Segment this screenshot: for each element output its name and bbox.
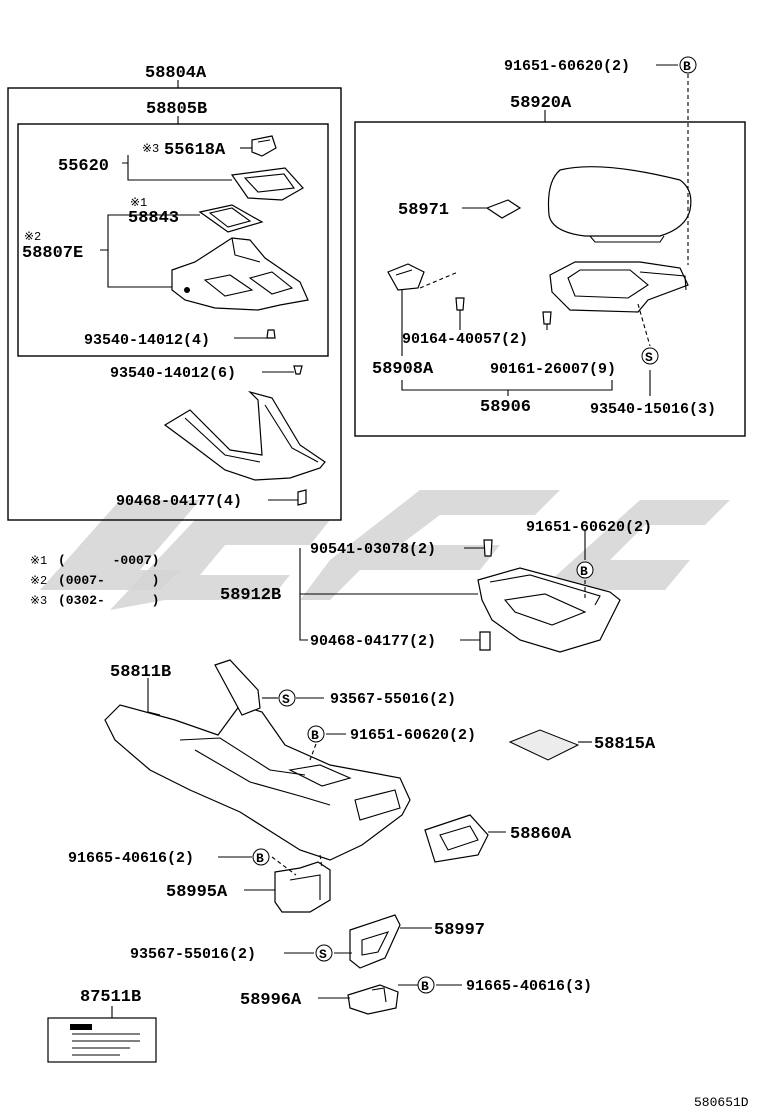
label-58804a: 58804A: [145, 64, 207, 83]
note-3-range: (0302- ): [58, 593, 159, 608]
label-93567-55016-2-low: 93567-55016(2): [130, 946, 256, 963]
label-90468-04177-2: 90468-04177(2): [310, 633, 436, 650]
watermark: [40, 490, 730, 610]
label-58805b: 58805B: [146, 100, 207, 119]
label-55620: 55620: [58, 157, 109, 176]
screw-90164-40057: [455, 297, 465, 311]
label-93567-55016-2-top: 93567-55016(2): [330, 691, 456, 708]
leader-lines: [100, 64, 689, 1018]
label-91651-60620-2-mid: 91651-60620(2): [526, 519, 652, 536]
label-58906: 58906: [480, 398, 531, 417]
label-58811b: 58811B: [110, 663, 171, 682]
label-58815a: 58815A: [594, 735, 656, 754]
label-58860a: 58860A: [510, 825, 572, 844]
group-box-58804a: [7, 87, 342, 521]
part-trim-panel-drawing: [163, 390, 326, 481]
marker-letters: B S B S B B S B: [256, 59, 691, 994]
label-58908a: 58908A: [372, 360, 434, 379]
label-58912b: 58912B: [220, 586, 281, 605]
label-58996a: 58996A: [240, 991, 302, 1010]
part-58908a-drawing: [387, 263, 425, 291]
part-58996a-bracket-drawing: [347, 984, 399, 1015]
label-93540-14012-6: 93540-14012(6): [110, 365, 236, 382]
label-91665-40616-2: 91665-40616(2): [68, 850, 194, 867]
note-2-mark: ※2: [30, 574, 47, 588]
group-box-58920a: [354, 121, 746, 437]
label-55618a: 55618A: [164, 141, 226, 160]
marker-b-3: B: [311, 728, 319, 743]
label-58997: 58997: [434, 921, 485, 940]
label-91651-60620-2-top: 91651-60620(2): [504, 58, 630, 75]
label-91651-60620-2-low: 91651-60620(2): [350, 727, 476, 744]
part-55618a-drawing: [251, 135, 277, 157]
note-3-mark: ※3: [30, 594, 47, 608]
marker-circles: [252, 56, 697, 994]
label-58971: 58971: [398, 201, 449, 220]
part-58811b-console-drawing: [104, 659, 411, 861]
screw-93540-14012-b: [293, 365, 303, 375]
label-58843: 58843: [128, 209, 179, 228]
label-58920a: 58920A: [510, 94, 572, 113]
clip-90468-04177-b: [479, 631, 491, 651]
part-58995a-bracket-drawing: [274, 861, 331, 913]
diagram-id: 580651D: [694, 1095, 749, 1110]
part-58843-drawing: [198, 204, 264, 233]
note-1-range: ( -0007): [58, 553, 159, 568]
label-90164-40057-2: 90164-40057(2): [402, 331, 528, 348]
label-93540-15016-3: 93540-15016(3): [590, 401, 716, 418]
marker-b-2: B: [580, 564, 588, 579]
marker-b-4: B: [256, 851, 264, 866]
label-90161-26007-9: 90161-26007(9): [490, 361, 616, 378]
screw-90161-26007: [542, 311, 552, 325]
marker-s-1: S: [645, 350, 653, 365]
footnotes: ※1 ( -0007) ※2 (0007- ) ※3 (0302- ): [30, 553, 159, 608]
part-58971-drawing: [485, 199, 522, 219]
label-90541-03078-2: 90541-03078(2): [310, 541, 436, 558]
label-90468-04177-4: 90468-04177(4): [116, 493, 242, 510]
clip-90468-04177-a: [297, 489, 307, 506]
screw-93540-14012-a: [266, 329, 276, 339]
label-58995a: 58995A: [166, 883, 228, 902]
marker-s-3: S: [319, 947, 327, 962]
label-87511b: 87511B: [80, 988, 141, 1007]
part-58807e-drawing: [171, 237, 309, 311]
group-box-58805b: [17, 123, 329, 357]
part-58920a-armrest-drawing: [547, 166, 692, 243]
part-55620-drawing: [230, 167, 304, 201]
mark-2-58807e: ※2: [24, 230, 41, 244]
marker-b-1: B: [683, 59, 691, 74]
note-1-mark: ※1: [30, 554, 47, 568]
note-2-range: (0007- ): [58, 573, 159, 588]
screw-90541-03078: [483, 539, 493, 557]
label-93540-14012-4: 93540-14012(4): [84, 332, 210, 349]
marker-s-2: S: [282, 692, 290, 707]
part-87511b-label-drawing: [47, 1017, 157, 1063]
marker-b-5: B: [421, 979, 429, 994]
part-58815a-pad-drawing: [508, 729, 580, 761]
part-58997-bracket-drawing: [349, 914, 401, 969]
label-91665-40616-3: 91665-40616(3): [466, 978, 592, 995]
part-armrest-base-drawing: [549, 261, 689, 313]
part-58860a-vent-drawing: [424, 814, 489, 863]
part-labels: 58804A 58805B ※3 55618A 55620 ※1 58843 ※…: [22, 58, 716, 1010]
label-58807e: 58807E: [22, 244, 83, 263]
mark-3-55618a: ※3: [142, 142, 159, 156]
mark-1-58843: ※1: [130, 196, 147, 210]
